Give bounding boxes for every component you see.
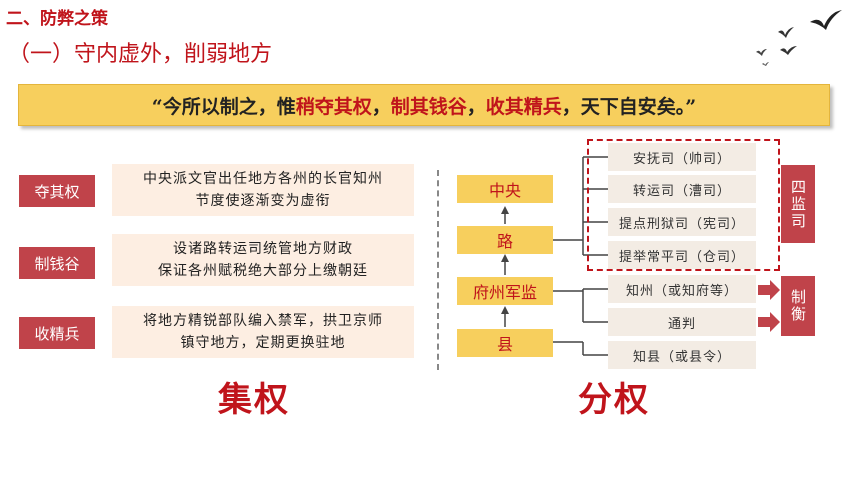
quote-sep-2: ， [466, 95, 486, 118]
tag-four-supervisors-text: 四监司 [789, 178, 807, 230]
office-prefect: 知州（或知府等） [608, 275, 756, 303]
sub-title: （一）守内虚外，削弱地方 [8, 42, 273, 67]
desc-line: 将地方精锐部队编入禁军，拱卫京师 [143, 313, 383, 329]
tag-checks-balances: 制衡 [781, 276, 815, 336]
quote-highlight-troops: 收其精兵 [485, 95, 562, 118]
office-vice-prefect: 通判 [608, 308, 756, 336]
office-pacification: 安抚司（帅司） [608, 143, 756, 171]
level-county: 县 [457, 329, 553, 357]
quote-open: “今所以制之，惟 [151, 95, 296, 118]
quote-sep-1: ， [371, 95, 391, 118]
desc-line: 设诸路转运司统管地方财政 [173, 241, 353, 257]
quote-highlight-money: 制其钱谷 [390, 95, 467, 118]
desc-line: 保证各州赋税绝大部分上缴朝廷 [158, 263, 368, 279]
supervisors-frame [587, 139, 780, 271]
birds-decoration-icon [756, 10, 842, 66]
label-divide: 分权 [578, 380, 650, 420]
office-county-magistrate: 知县（或县令） [608, 341, 756, 369]
desc-collect-troops: 将地方精锐部队编入禁军，拱卫京师 镇守地方，定期更换驻地 [112, 306, 414, 358]
desc-line: 镇守地方，定期更换驻地 [180, 335, 346, 351]
level-circuit: 路 [457, 226, 553, 254]
desc-line: 节度使逐渐变为虚衔 [195, 193, 331, 209]
level-prefecture: 府州军监 [457, 277, 553, 305]
tag-checks-balances-text: 制衡 [789, 289, 807, 323]
quote-close: ，天下自安矣。” [561, 95, 697, 118]
office-transport: 转运司（漕司） [608, 175, 756, 203]
section-title: 二、防弊之策 [6, 9, 108, 29]
quote-banner: “今所以制之，惟稍夺其权，制其钱谷，收其精兵，天下自安矣。” [18, 84, 830, 126]
level-central: 中央 [457, 175, 553, 203]
tag-seize-power: 夺其权 [19, 175, 95, 207]
tag-four-supervisors: 四监司 [781, 165, 815, 243]
tag-collect-troops: 收精兵 [19, 317, 95, 349]
office-judicial: 提点刑狱司（宪司） [608, 208, 756, 236]
divider-line [437, 170, 439, 370]
tag-control-finance: 制钱谷 [19, 247, 95, 279]
desc-control-finance: 设诸路转运司统管地方财政 保证各州赋税绝大部分上缴朝廷 [112, 234, 414, 286]
desc-seize-power: 中央派文官出任地方各州的长官知州 节度使逐渐变为虚衔 [112, 164, 414, 216]
desc-line: 中央派文官出任地方各州的长官知州 [143, 171, 383, 187]
quote-highlight-power: 稍夺其权 [295, 95, 372, 118]
label-centralize: 集权 [218, 380, 290, 420]
office-granary: 提举常平司（仓司） [608, 241, 756, 269]
